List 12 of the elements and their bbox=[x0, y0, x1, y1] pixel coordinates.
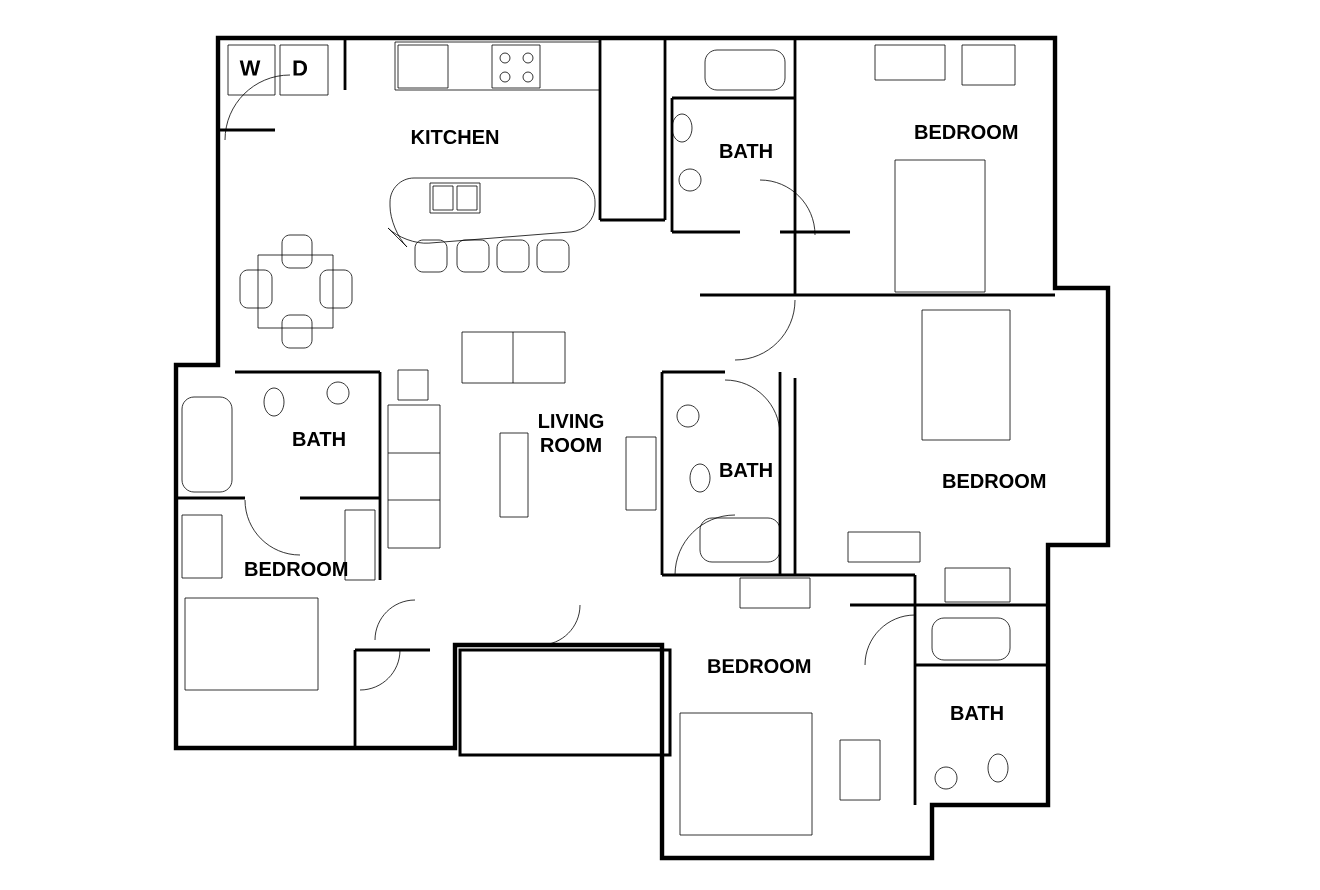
appliance-label: W bbox=[239, 60, 261, 76]
room-label: LIVING ROOM bbox=[539, 413, 604, 453]
room-label: BEDROOM bbox=[943, 473, 1046, 489]
room-label: BEDROOM bbox=[708, 658, 811, 674]
room-label: BATH bbox=[951, 706, 1003, 720]
room-label: KITCHEN bbox=[411, 129, 499, 145]
room-label: BATH bbox=[293, 432, 345, 446]
room-label: BATH bbox=[720, 463, 772, 477]
appliance-label: D bbox=[293, 60, 308, 76]
room-label: BEDROOM bbox=[245, 561, 348, 577]
room-label: BEDROOM bbox=[915, 124, 1018, 140]
room-label: BATH bbox=[720, 144, 772, 158]
